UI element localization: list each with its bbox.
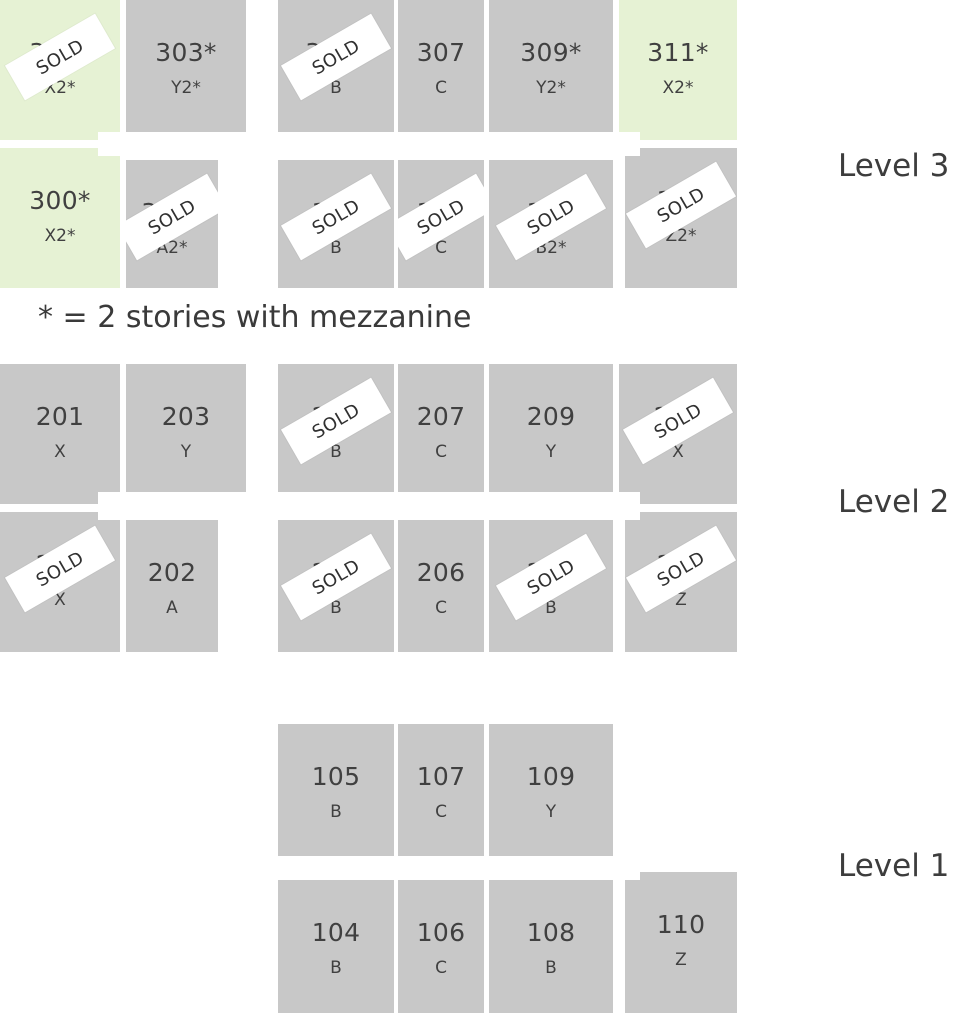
unit-208: 208BSOLD	[489, 520, 613, 652]
unit-302: 302*A2*SOLD	[126, 160, 218, 288]
unit-310: 310Z2*SOLD	[625, 148, 737, 288]
unit-type: Y	[180, 442, 192, 462]
unit-type: B	[330, 238, 342, 258]
unit-number: 309*	[520, 38, 582, 67]
unit-type: Y2*	[536, 78, 566, 98]
unit-311[interactable]: 311* X2*	[619, 0, 737, 140]
unit-number: 307	[416, 38, 466, 67]
unit-type: Y2*	[171, 78, 201, 98]
level-label-3: Level 3	[838, 148, 950, 184]
unit-number: 110	[656, 910, 706, 939]
unit-number: 311*	[647, 38, 709, 67]
unit-301: 301*X2*SOLD	[0, 0, 120, 140]
unit-number: 107	[416, 762, 466, 791]
unit-number: 303*	[155, 38, 217, 67]
unit-number: 209	[526, 402, 576, 431]
unit-type: C	[435, 442, 447, 462]
unit-type: C	[435, 598, 447, 618]
unit-type: C	[435, 78, 447, 98]
unit-type: Z	[675, 950, 687, 970]
unit-number: 203	[161, 402, 211, 431]
unit-number: 206	[416, 558, 466, 587]
unit-number: 104	[311, 918, 361, 947]
unit-type: Z	[675, 590, 687, 610]
unit-number: 202	[147, 558, 197, 587]
unit-type: Y	[545, 802, 557, 822]
unit-number: 108	[526, 918, 576, 947]
unit-number: 300*	[29, 186, 91, 215]
unit-number: 106	[416, 918, 466, 947]
unit-type: X	[672, 442, 684, 462]
unit-304: 304BSOLD	[278, 160, 394, 288]
unit-211: 211XSOLD	[619, 364, 737, 504]
unit-type: B	[330, 958, 342, 978]
legend-note: * = 2 stories with mezzanine	[38, 300, 472, 335]
unit-204: 204BSOLD	[278, 520, 394, 652]
unit-type: B	[330, 78, 342, 98]
unit-number: 105	[311, 762, 361, 791]
unit-308: 308B2*SOLD	[489, 160, 613, 288]
unit-type: C	[435, 238, 447, 258]
unit-type: B	[330, 802, 342, 822]
unit-303[interactable]: 303* Y2*	[126, 0, 246, 132]
unit-type: X	[54, 590, 66, 610]
unit-200: 200XSOLD	[0, 512, 120, 652]
level-label-1: Level 1	[838, 848, 950, 884]
unit-210: 210ZSOLD	[625, 512, 737, 652]
unit-type: X2*	[44, 226, 76, 246]
unit-type: Y	[545, 442, 557, 462]
level-label-2: Level 2	[838, 484, 950, 520]
corridor-connector	[98, 492, 640, 520]
unit-number: 207	[416, 402, 466, 431]
unit-type: C	[435, 958, 447, 978]
unit-type: C	[435, 802, 447, 822]
unit-type: B	[330, 442, 342, 462]
unit-number: 201	[35, 402, 85, 431]
unit-type: B	[330, 598, 342, 618]
unit-type: X2*	[662, 78, 694, 98]
unit-number: 109	[526, 762, 576, 791]
unit-309[interactable]: 309* Y2*	[489, 0, 613, 132]
unit-300[interactable]: 300* X2*	[0, 148, 120, 288]
unit-306: 306CSOLD	[398, 160, 484, 288]
unit-type: B	[545, 958, 557, 978]
unit-type: X	[54, 442, 66, 462]
unit-type: A	[166, 598, 178, 618]
corridor-connector	[98, 132, 640, 156]
unit-205: 205BSOLD	[278, 364, 394, 492]
unit-type: B	[545, 598, 557, 618]
corridor-connector	[620, 856, 640, 880]
